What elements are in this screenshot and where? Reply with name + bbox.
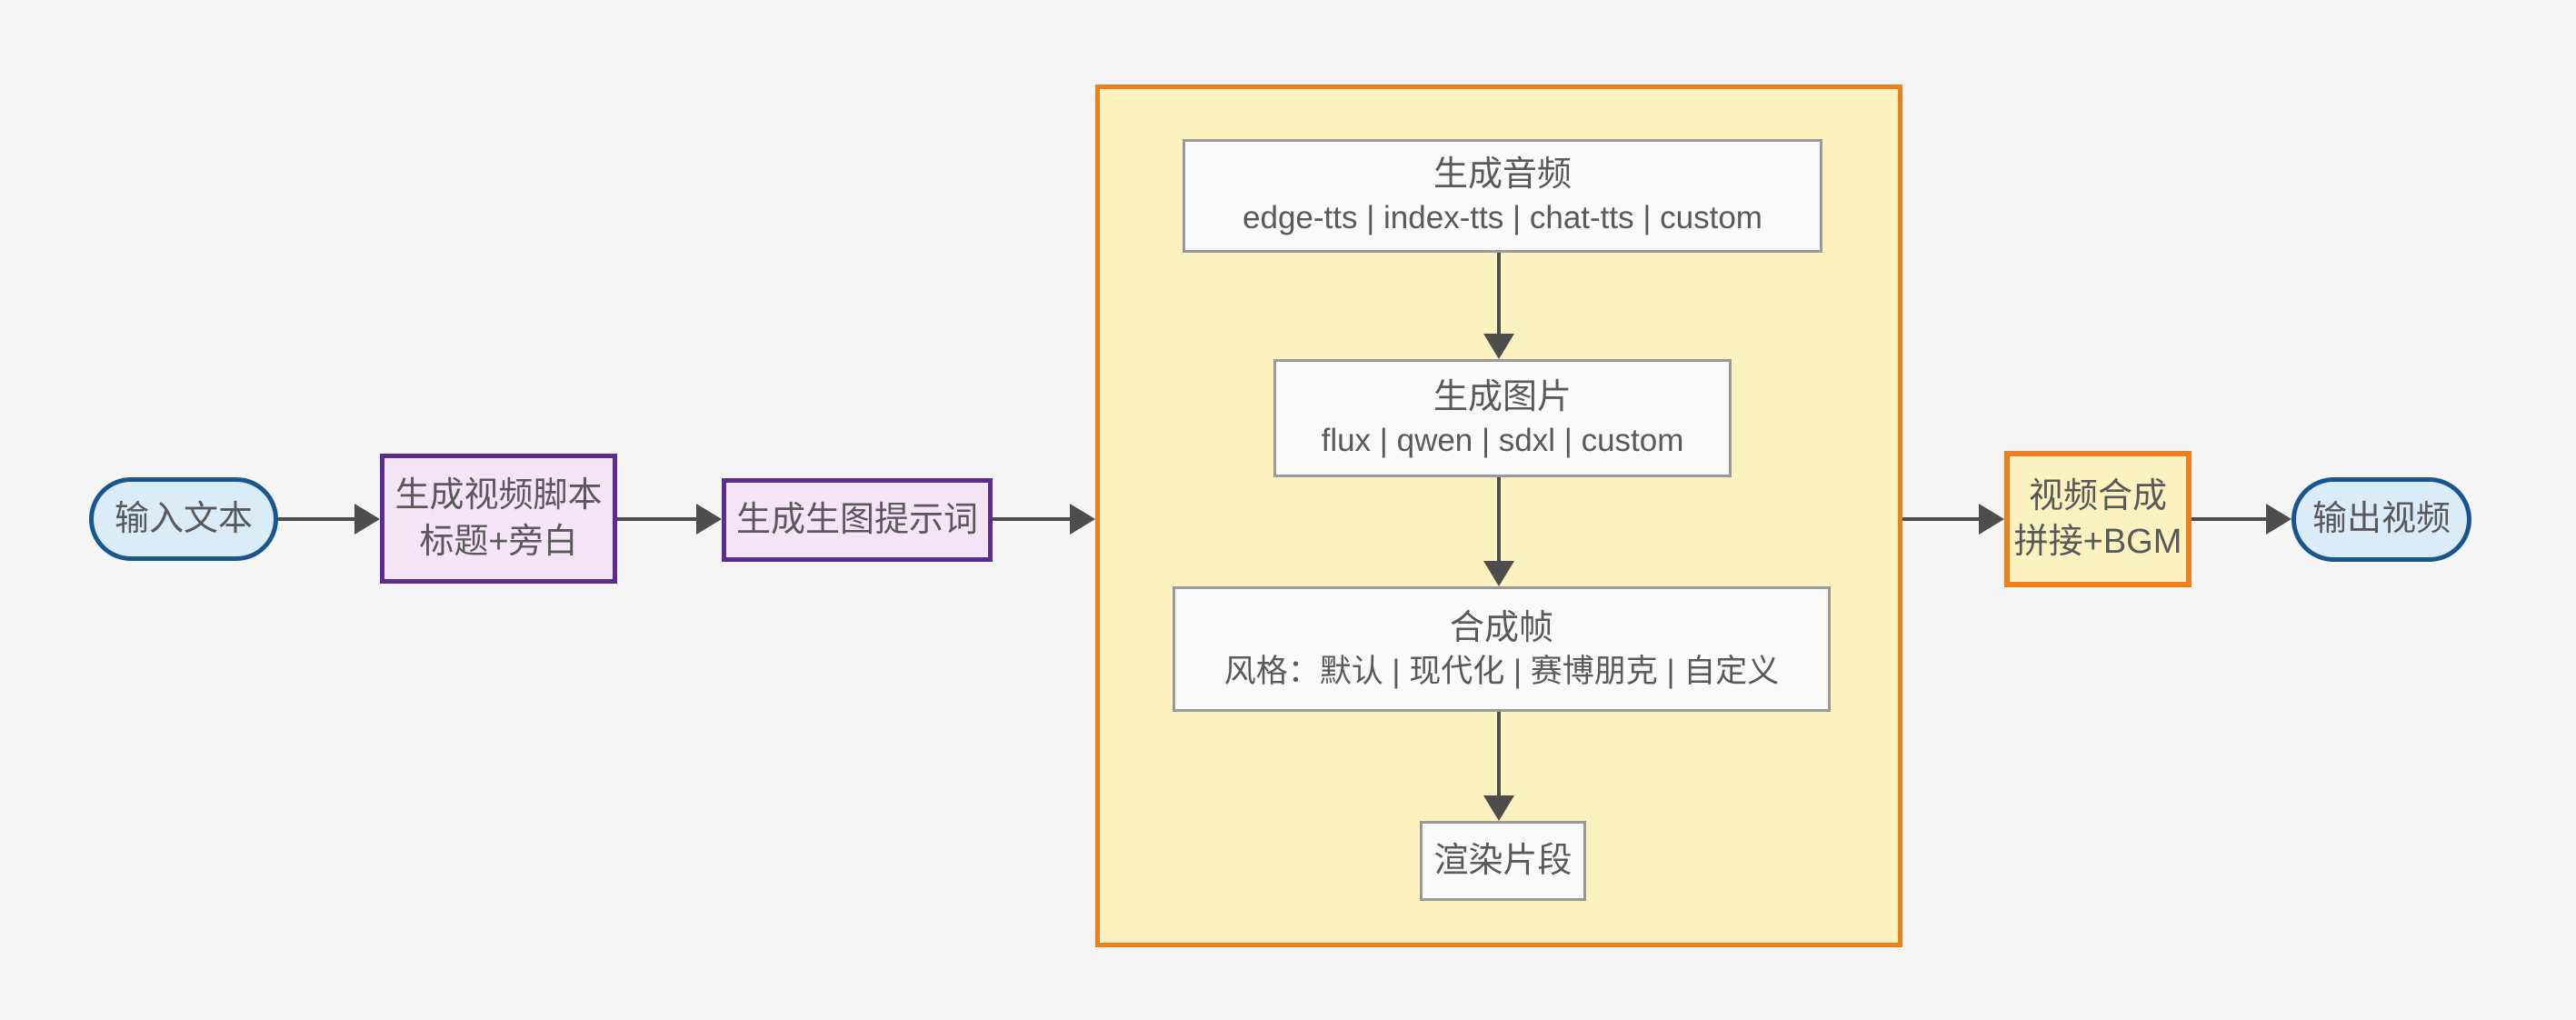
arrow-prompt-to-pipeline: [993, 504, 1095, 535]
arrow-shaft: [2192, 517, 2270, 521]
node-label: 生成音频: [1433, 155, 1572, 195]
node-sublabel: 拼接+BGM: [2013, 523, 2182, 561]
arrowhead-icon: [1483, 334, 1514, 359]
arrowhead-icon: [354, 504, 380, 535]
arrow-pipeline-to-compose: [1902, 504, 2004, 535]
node-compose-frames: 合成帧 风格：默认 | 现代化 | 赛博朋克 | 自定义: [1173, 586, 1831, 712]
arrowhead-icon: [1070, 504, 1095, 535]
arrow-shaft: [617, 517, 700, 521]
node-label: 视频合成: [2028, 476, 2167, 515]
arrow-frames-to-render: [1483, 712, 1514, 821]
node-output-video: 输出视频: [2291, 477, 2471, 562]
node-input-text: 输入文本: [89, 477, 278, 561]
node-render-segment: 渲染片段: [1420, 821, 1586, 901]
node-sublabel: flux | qwen | sdxl | custom: [1321, 422, 1684, 458]
arrowhead-icon: [1483, 561, 1514, 586]
arrow-script-to-prompt: [617, 504, 722, 535]
node-label: 合成帧: [1449, 608, 1553, 647]
node-sublabel: edge-tts | index-tts | chat-tts | custom: [1243, 200, 1762, 236]
arrow-shaft: [278, 517, 358, 521]
node-label: 输入文本: [114, 499, 253, 538]
arrow-shaft: [1497, 712, 1501, 799]
arrow-input-to-script: [278, 504, 380, 535]
arrow-compose-to-output: [2192, 504, 2291, 535]
node-generate-script: 生成视频脚本 标题+旁白: [380, 454, 617, 584]
node-generate-image-prompt: 生成生图提示词: [722, 478, 993, 562]
arrow-audio-to-image: [1483, 253, 1514, 359]
node-label: 生成视频脚本: [394, 476, 603, 515]
node-sublabel: 风格：默认 | 现代化 | 赛博朋克 | 自定义: [1223, 653, 1780, 689]
node-label: 渲染片段: [1433, 841, 1573, 880]
arrowhead-icon: [2266, 504, 2291, 535]
node-label: 生成图片: [1433, 377, 1572, 416]
node-label: 生成生图提示词: [735, 500, 978, 539]
node-video-compose: 视频合成 拼接+BGM: [2004, 451, 2192, 587]
arrowhead-icon: [1483, 795, 1514, 821]
arrow-shaft: [1497, 253, 1501, 337]
node-generate-image: 生成图片 flux | qwen | sdxl | custom: [1273, 359, 1732, 477]
arrow-image-to-frames: [1483, 477, 1514, 586]
node-label: 输出视频: [2311, 500, 2451, 539]
arrowhead-icon: [1979, 504, 2004, 535]
node-sublabel: 标题+旁白: [419, 522, 578, 561]
arrow-shaft: [1902, 517, 1982, 521]
arrowhead-icon: [696, 504, 722, 535]
arrow-shaft: [1497, 477, 1501, 565]
arrow-shaft: [993, 517, 1073, 521]
node-generate-audio: 生成音频 edge-tts | index-tts | chat-tts | c…: [1183, 139, 1822, 253]
